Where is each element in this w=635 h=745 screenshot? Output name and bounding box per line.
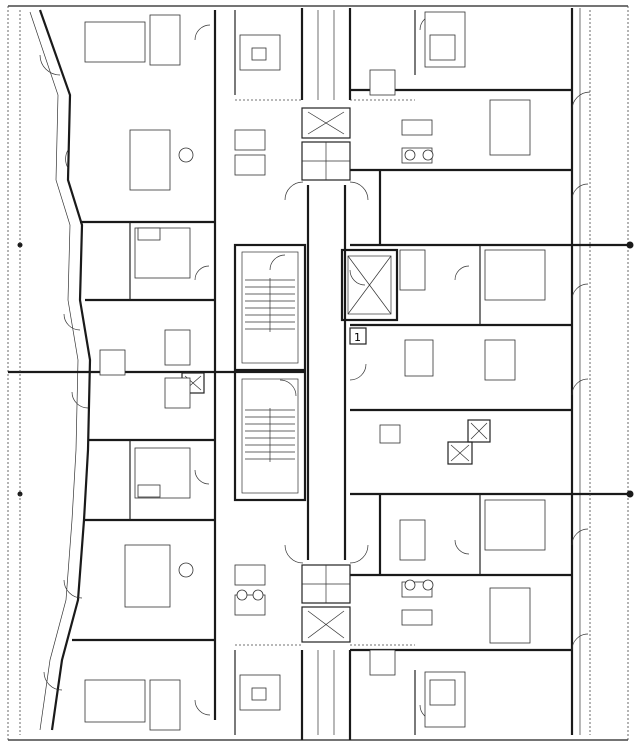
stair-mark: 1 [349,327,367,345]
unit-walls [129,10,481,735]
central-corridor [300,8,352,740]
dining-sets [99,119,516,626]
fixtures [137,14,456,731]
elevator-shafts [181,107,491,643]
stair-core-north [233,243,307,372]
beds [84,11,546,728]
stair-mark-label: 1 [354,331,361,344]
stair-core-south [233,370,307,502]
building-outline [7,5,629,741]
party-walls [8,88,634,652]
balcony-edges [19,10,591,735]
